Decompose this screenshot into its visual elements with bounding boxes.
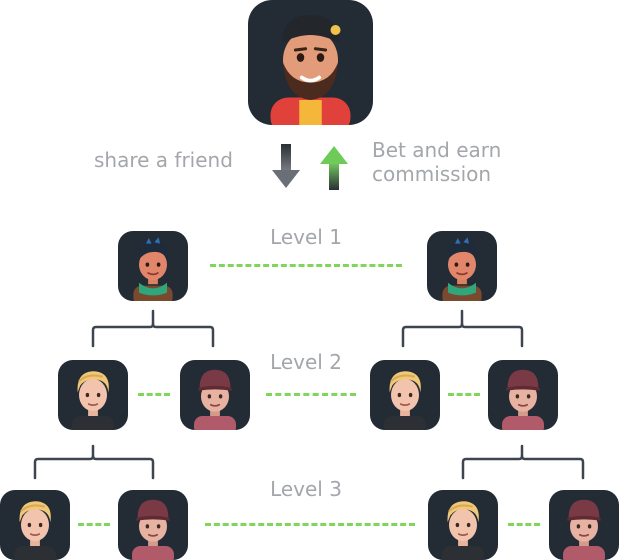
- root-avatar: [248, 0, 373, 125]
- level-2-avatar-2: [180, 360, 250, 430]
- level-1-label: Level 1: [270, 225, 342, 249]
- level-2-right-dashed-link: [448, 393, 480, 396]
- level-3-middle-dashed-link: [205, 523, 415, 526]
- man-in-cap-avatar-icon: [180, 360, 250, 430]
- earn-label-line2: commission: [372, 162, 492, 186]
- level-3-avatar-2: [118, 490, 188, 560]
- man-in-cap-avatar-icon: [549, 490, 619, 560]
- level-2-middle-dashed-link: [266, 393, 356, 396]
- level-3-avatar-3: [428, 490, 498, 560]
- blond-man-avatar-icon: [0, 490, 70, 560]
- blond-man-avatar-icon: [370, 360, 440, 430]
- man-in-cap-avatar-icon: [488, 360, 558, 430]
- level-1-right-avatar: [427, 231, 497, 301]
- earn-label-line1: Bet and earn: [372, 138, 502, 162]
- level-2-avatar-3: [370, 360, 440, 430]
- level-2-avatar-4: [488, 360, 558, 430]
- dark-haired-man-avatar-icon: [118, 231, 188, 301]
- level-1-dashed-link: [210, 264, 402, 267]
- blond-man-avatar-icon: [428, 490, 498, 560]
- arrow-down-icon: [272, 144, 300, 188]
- level-2-avatar-1: [58, 360, 128, 430]
- arrow-up-icon: [320, 146, 348, 190]
- level-1-left-avatar: [118, 231, 188, 301]
- level-3-avatar-1: [0, 490, 70, 560]
- level-2-left-dashed-link: [138, 393, 170, 396]
- man-in-cap-avatar-icon: [118, 490, 188, 560]
- share-label: share a friend: [94, 148, 233, 172]
- blond-man-avatar-icon: [58, 360, 128, 430]
- level-2-label: Level 2: [270, 350, 342, 374]
- level-3-left-dashed-link: [78, 523, 110, 526]
- level-3-right-dashed-link: [508, 523, 540, 526]
- level-3-avatar-4: [549, 490, 619, 560]
- dark-haired-man-avatar-icon: [427, 231, 497, 301]
- level-3-label: Level 3: [270, 477, 342, 501]
